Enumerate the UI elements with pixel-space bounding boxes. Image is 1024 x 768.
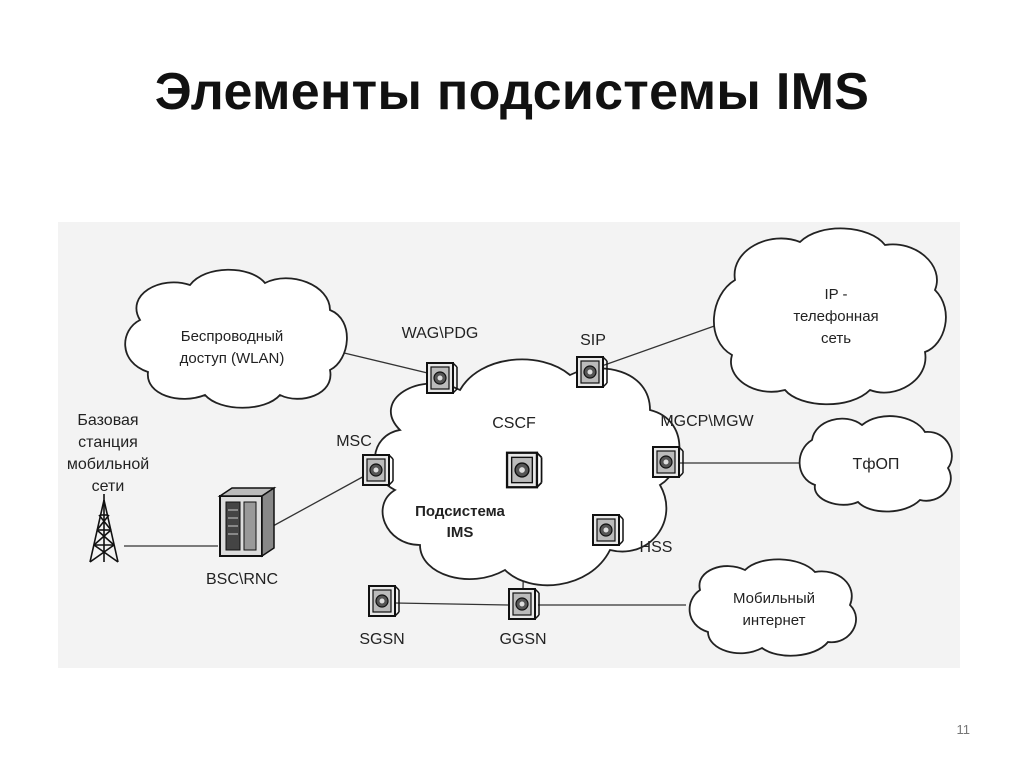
svg-text:IMS: IMS [447,524,474,541]
wlan-cloud [124,268,348,409]
link-wlan-wag [339,351,441,377]
wag-pdg-node-icon [426,362,458,394]
svg-text:IP -: IP - [824,286,847,303]
pstn-cloud-label: ТфОП [853,456,900,473]
sgsn-label: SGSN [359,631,404,648]
bsc-rnc-label: BSC\RNC [206,571,278,588]
svg-text:доступ (WLAN): доступ (WLAN) [180,350,285,367]
mgcp-mgw-label: MGCP\MGW [660,413,754,430]
link-sip-ipnet [595,323,721,369]
ip-network-cloud-label: IP - телефонная сеть [793,286,878,347]
mobile-internet-cloud-label: Мобильный интернет [733,590,815,629]
mgw-node-icon [652,446,684,478]
msc-label: MSC [336,433,372,450]
base-station-label: Базовая станция мобильной сети [67,412,149,495]
link-bsc-msc [261,473,369,533]
hss-label: HSS [640,539,673,556]
svg-text:сети: сети [92,478,125,495]
cell-tower-icon [89,494,119,563]
bsc-rnc-server-icon [217,486,277,558]
sgsn-node-icon [368,585,400,617]
svg-text:Мобильный: Мобильный [733,590,815,607]
svg-text:Беспроводный: Беспроводный [181,328,284,345]
hss-node-icon [592,514,624,546]
pstn-cloud [798,415,953,513]
link-sgsn-ggsn [394,602,509,606]
ggsn-node-icon [508,588,540,620]
sip-node-icon [576,356,608,388]
ip-network-cloud [712,227,947,406]
svg-text:телефонная: телефонная [793,308,878,325]
mobile-internet-cloud [688,558,857,657]
ims-cloud-label: Подсистема IMS [415,503,505,541]
svg-text:ТфОП: ТфОП [853,456,900,473]
cscf-label: CSCF [492,415,536,432]
slide-number: 11 [956,722,971,737]
ggsn-label: GGSN [499,631,546,648]
svg-text:станция: станция [78,434,138,451]
sip-label: SIP [580,332,606,349]
svg-text:сеть: сеть [821,330,851,347]
svg-text:Подсистема: Подсистема [415,503,505,520]
svg-text:интернет: интернет [742,612,805,629]
cscf-node-icon [505,451,543,489]
svg-text:Базовая: Базовая [77,412,138,429]
slide-title: Элементы подсистемы IMS [154,63,870,121]
msc-node-icon [362,454,394,486]
svg-text:мобильной: мобильной [67,456,149,473]
wag-pdg-label: WAG\PDG [402,325,479,342]
wlan-cloud-label: Беспроводный доступ (WLAN) [180,328,285,367]
